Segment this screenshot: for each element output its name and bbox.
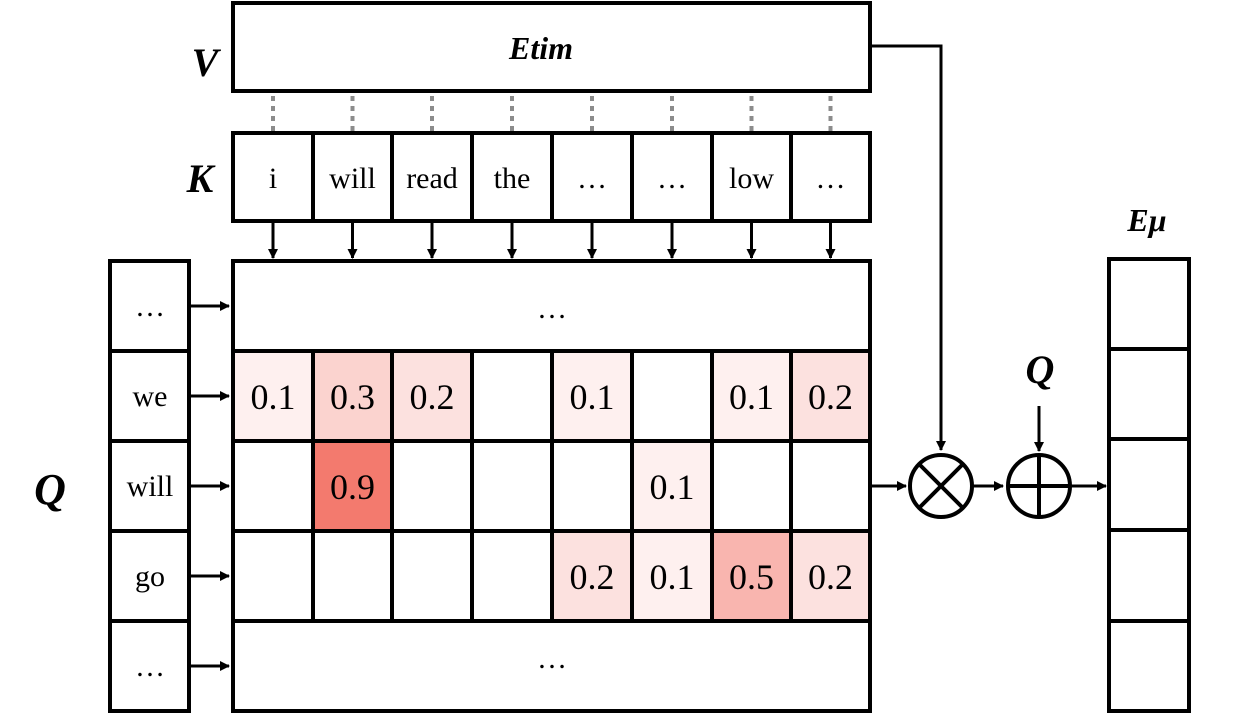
query-token: …	[135, 290, 165, 323]
output-cell	[1107, 347, 1191, 441]
key-token: …	[657, 162, 687, 195]
multiply-operator	[908, 453, 974, 519]
output-cell	[1107, 437, 1191, 532]
key-cell	[630, 131, 714, 223]
output-cell	[1107, 528, 1191, 623]
key-token: …	[577, 162, 607, 195]
weight-cell	[231, 439, 315, 533]
query-right-label: Q	[1026, 347, 1055, 392]
key-arrows	[268, 222, 836, 259]
query-token: …	[135, 650, 165, 683]
key-token: the	[494, 162, 531, 195]
output-label: Eμ	[1126, 202, 1166, 238]
weight-cell	[470, 439, 554, 533]
matrix-top-ellipsis-row	[231, 259, 872, 353]
weight-value: 0.1	[650, 557, 695, 597]
key-token: will	[329, 162, 376, 195]
output-cell	[1107, 619, 1191, 713]
weight-cell	[789, 529, 872, 623]
weight-cell	[630, 349, 714, 443]
value-key-connectors	[271, 96, 833, 131]
weight-value: 0.1	[729, 377, 774, 417]
key-row: i will read the … … low …	[231, 131, 872, 223]
weight-cell	[710, 529, 793, 623]
weight-value: 0.2	[808, 557, 853, 597]
weight-value: 0.3	[330, 377, 375, 417]
key-cell	[710, 131, 793, 223]
matrix-top-ellipsis: …	[537, 292, 567, 325]
weight-value: 0.2	[410, 377, 455, 417]
query-arrows	[190, 301, 230, 671]
output-cell	[1107, 257, 1191, 351]
weight-value: 0.5	[729, 557, 774, 597]
query-token: we	[133, 380, 168, 413]
key-token: …	[816, 162, 846, 195]
weight-cell	[390, 439, 474, 533]
attention-matrix: … 0.1 0.3 0.2 0.1 0.1 0.2 0.9 0.1 0.2 0.1 0.5 0.2 …	[231, 259, 872, 713]
key-token: read	[406, 162, 458, 195]
output-column	[1107, 257, 1191, 713]
key-token: low	[729, 162, 774, 195]
weight-value: 0.2	[808, 377, 853, 417]
weight-cell	[390, 529, 474, 623]
weight-cells: 0.1 0.3 0.2 0.1 0.1 0.2 0.9 0.1 0.2 0.1 0.5 0.2	[231, 349, 872, 623]
key-label: K	[186, 156, 216, 201]
weight-cell	[311, 349, 394, 443]
key-token: i	[269, 162, 277, 195]
query-token: will	[127, 470, 174, 503]
weight-value: 0.9	[330, 467, 375, 507]
weight-cell	[710, 349, 793, 443]
key-cell	[231, 131, 315, 223]
weight-cell	[710, 439, 793, 533]
key-cell	[470, 131, 554, 223]
weight-cell	[789, 439, 872, 533]
add-operator	[1006, 453, 1072, 519]
query-cell	[108, 259, 191, 353]
weight-cell	[231, 349, 315, 443]
weight-cell	[311, 529, 394, 623]
matrix-bottom-ellipsis: …	[537, 642, 567, 675]
weight-value: 0.1	[251, 377, 296, 417]
value-box-label: Etim	[508, 30, 573, 66]
weight-value: 0.1	[650, 467, 695, 507]
weight-cell	[550, 439, 634, 533]
query-token: go	[135, 560, 165, 593]
weight-cell	[470, 529, 554, 623]
value-label: V	[192, 40, 222, 85]
weight-cell	[231, 529, 315, 623]
value-to-multiply-line	[870, 44, 946, 451]
query-cell	[108, 619, 191, 713]
weight-cell	[470, 349, 554, 443]
key-cell	[311, 131, 394, 223]
value-box	[231, 1, 872, 93]
weight-cell	[550, 529, 634, 623]
query-column: … we will go …	[108, 259, 191, 713]
weight-value: 0.2	[570, 557, 615, 597]
query-label: Q	[34, 465, 66, 514]
matrix-bottom-ellipsis-row	[231, 619, 872, 713]
key-cell	[789, 131, 872, 223]
weight-value: 0.1	[570, 377, 615, 417]
weight-cell	[789, 349, 872, 443]
